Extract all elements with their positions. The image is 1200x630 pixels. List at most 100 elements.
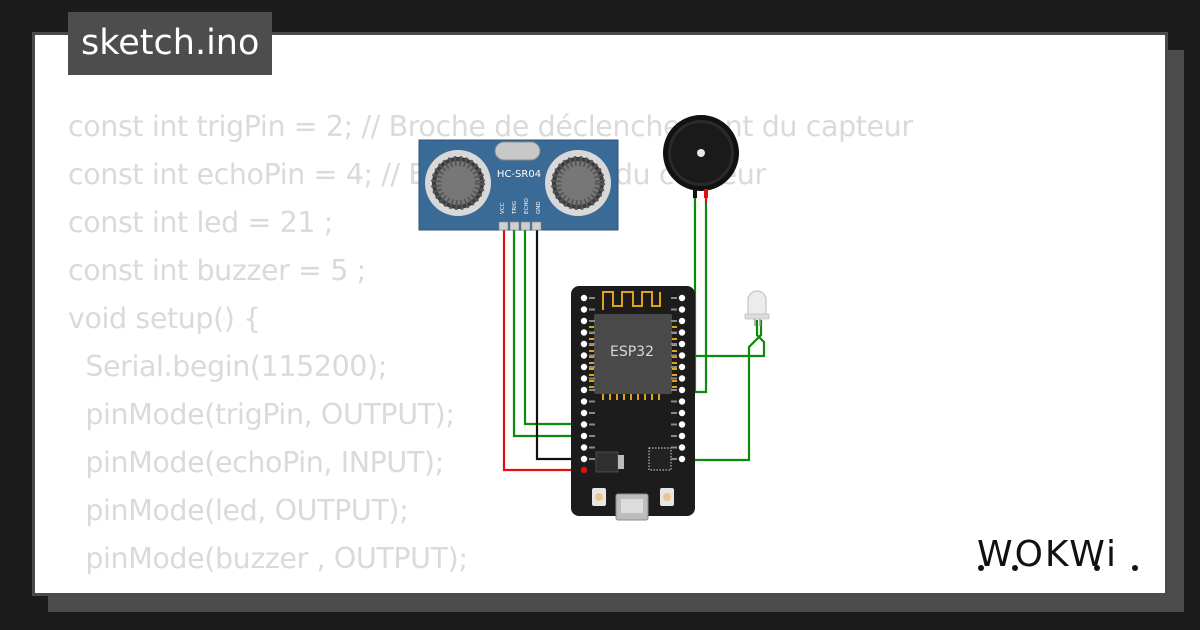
pin-silkscreen — [671, 331, 677, 334]
header-pin[interactable] — [580, 421, 588, 428]
crystal-icon — [494, 141, 541, 161]
pin-silkscreen — [671, 389, 677, 391]
pin-silkscreen — [589, 354, 595, 357]
header-pin[interactable] — [580, 444, 588, 451]
pin-label-vcc: VCC — [500, 202, 506, 214]
wokwi-logo: WOKWi — [977, 534, 1138, 575]
pin-silkscreen — [589, 297, 595, 299]
pin-silkscreen — [589, 446, 595, 449]
pin-silkscreen — [671, 446, 677, 449]
header-pin[interactable] — [580, 432, 588, 440]
pin-silkscreen — [589, 366, 595, 368]
header-pin[interactable] — [580, 329, 588, 336]
header-pin[interactable] — [678, 375, 686, 382]
code-line-6: Serial.begin(115200); — [68, 350, 387, 383]
code-line-5: void setup() { — [68, 302, 261, 335]
pin-silkscreen — [589, 389, 595, 391]
code-line-1: const int trigPin = 2; // Broche de décl… — [68, 110, 913, 143]
header-pin[interactable] — [580, 294, 588, 302]
header-pin[interactable] — [678, 398, 686, 405]
pin-silkscreen — [671, 458, 677, 460]
header-pin[interactable] — [678, 386, 686, 394]
header-pin[interactable] — [678, 455, 686, 463]
antenna-icon — [602, 291, 661, 310]
file-tab[interactable]: sketch.ino — [68, 12, 273, 75]
pin-silkscreen — [671, 400, 677, 403]
pin-silkscreen — [671, 343, 677, 345]
wire-led-anode[interactable] — [690, 320, 766, 358]
pin-silkscreen — [671, 377, 677, 380]
pin-silkscreen — [671, 423, 677, 426]
pin-header-left — [580, 294, 595, 463]
pin-silkscreen — [589, 331, 595, 334]
header-pin[interactable] — [580, 306, 588, 313]
pin-silkscreen — [589, 377, 595, 380]
code-line-8: pinMode(echoPin, INPUT); — [68, 446, 444, 479]
header-pin[interactable] — [678, 317, 686, 325]
pin-silkscreen — [671, 320, 677, 322]
pin-silkscreen — [589, 458, 595, 460]
header-pin[interactable] — [678, 340, 686, 348]
pin-silkscreen — [589, 308, 595, 311]
pin-silkscreen — [671, 412, 677, 414]
code-editor[interactable]: const int trigPin = 2; // Broche de décl… — [68, 103, 913, 593]
code-line-9: pinMode(led, OUTPUT); — [68, 494, 409, 527]
code-line-7: pinMode(trigPin, OUTPUT); — [68, 398, 455, 431]
wire-vcc[interactable] — [502, 225, 584, 472]
header-pin[interactable] — [678, 329, 686, 336]
ultrasonic-sensor[interactable]: HC-SR04 VCC TRIG ECHO GND — [418, 139, 619, 231]
code-line-11: } — [68, 583, 913, 593]
usb-chip — [648, 447, 672, 471]
pin-silkscreen — [589, 423, 595, 426]
header-pin[interactable] — [580, 455, 588, 463]
esp32-label: ESP32 — [610, 344, 654, 360]
esp32-board[interactable]: ESP32 — [571, 286, 695, 521]
header-pin[interactable] — [580, 340, 588, 348]
header-pin[interactable] — [678, 294, 686, 302]
header-pin[interactable] — [678, 421, 686, 428]
pin-header-right — [671, 294, 686, 463]
pin-vin[interactable] — [580, 466, 588, 474]
header-pin[interactable] — [580, 386, 588, 394]
code-line-10: pinMode(buzzer , OUTPUT); — [68, 542, 468, 575]
header-pin[interactable] — [678, 352, 686, 359]
header-pin[interactable] — [580, 317, 588, 325]
led[interactable] — [744, 290, 770, 326]
regulator — [595, 451, 619, 473]
buzzer[interactable] — [663, 115, 739, 198]
esp32-module — [594, 314, 672, 394]
pin-silkscreen — [671, 435, 677, 437]
pin-silkscreen — [589, 320, 595, 322]
header-pin[interactable] — [580, 409, 588, 417]
sensor-pins — [498, 221, 542, 231]
header-pin[interactable] — [678, 306, 686, 313]
pin-silkscreen — [589, 343, 595, 345]
wokwi-logo-text: WOKWi — [977, 534, 1118, 575]
pin-silkscreen — [589, 435, 595, 437]
header-pin[interactable] — [580, 363, 588, 371]
pin-label-echo: ECHO — [524, 198, 530, 214]
pin-label-gnd: GND — [536, 201, 542, 214]
header-pin[interactable] — [580, 375, 588, 382]
pin-silkscreen — [671, 308, 677, 311]
wire-led-cathode[interactable] — [690, 320, 763, 462]
wire-gnd[interactable] — [535, 225, 584, 461]
wire-buzzer-signal[interactable] — [690, 204, 708, 394]
header-pin[interactable] — [678, 432, 686, 440]
header-pin[interactable] — [580, 398, 588, 405]
pin-silkscreen — [589, 400, 595, 403]
pin-silkscreen — [589, 412, 595, 414]
header-pin[interactable] — [678, 444, 686, 451]
header-pin[interactable] — [580, 352, 588, 359]
code-line-3: const int led = 21 ; — [68, 206, 333, 239]
header-pin[interactable] — [678, 363, 686, 371]
code-line-4: const int buzzer = 5 ; — [68, 254, 366, 287]
pin-silkscreen — [671, 354, 677, 357]
pin-silkscreen — [671, 297, 677, 299]
sensor-label: HC-SR04 — [497, 169, 541, 180]
pin-label-trig: TRIG — [512, 201, 518, 215]
buzzer-hole-icon — [697, 149, 705, 157]
pin-silkscreen — [671, 366, 677, 368]
header-pin[interactable] — [678, 409, 686, 417]
